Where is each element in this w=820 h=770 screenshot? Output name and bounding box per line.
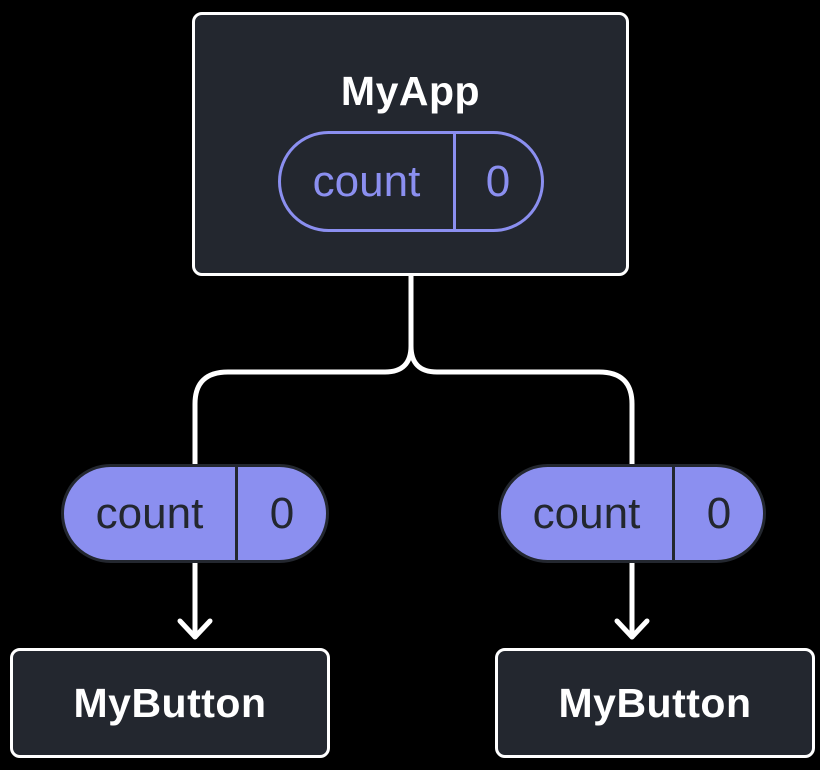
prop-pill-left-label: count: [95, 488, 204, 538]
arrow-right-pill-to-button: [614, 557, 650, 640]
prop-pill-right-label: count: [532, 488, 641, 538]
prop-pill-left-value: 0: [235, 467, 326, 560]
prop-pill-right-value: 0: [672, 467, 763, 560]
node-mybutton-right: MyButton: [495, 648, 815, 758]
edge-root-to-left-pill: [192, 343, 414, 467]
node-mybutton-left: MyButton: [10, 648, 330, 758]
state-pill-root-value: 0: [452, 134, 541, 229]
prop-pill-right: count 0: [498, 464, 766, 563]
edge-root-to-right-pill: [408, 343, 635, 467]
node-myapp-title: MyApp: [340, 68, 481, 114]
node-myapp: MyApp count 0: [192, 12, 629, 276]
prop-pill-left: count 0: [61, 464, 329, 563]
state-pill-root-label: count: [312, 156, 421, 206]
arrow-left-pill-to-button: [177, 557, 213, 640]
node-mybutton-right-title: MyButton: [558, 679, 752, 726]
node-mybutton-left-title: MyButton: [73, 679, 267, 726]
state-pill-root: count 0: [277, 131, 544, 232]
